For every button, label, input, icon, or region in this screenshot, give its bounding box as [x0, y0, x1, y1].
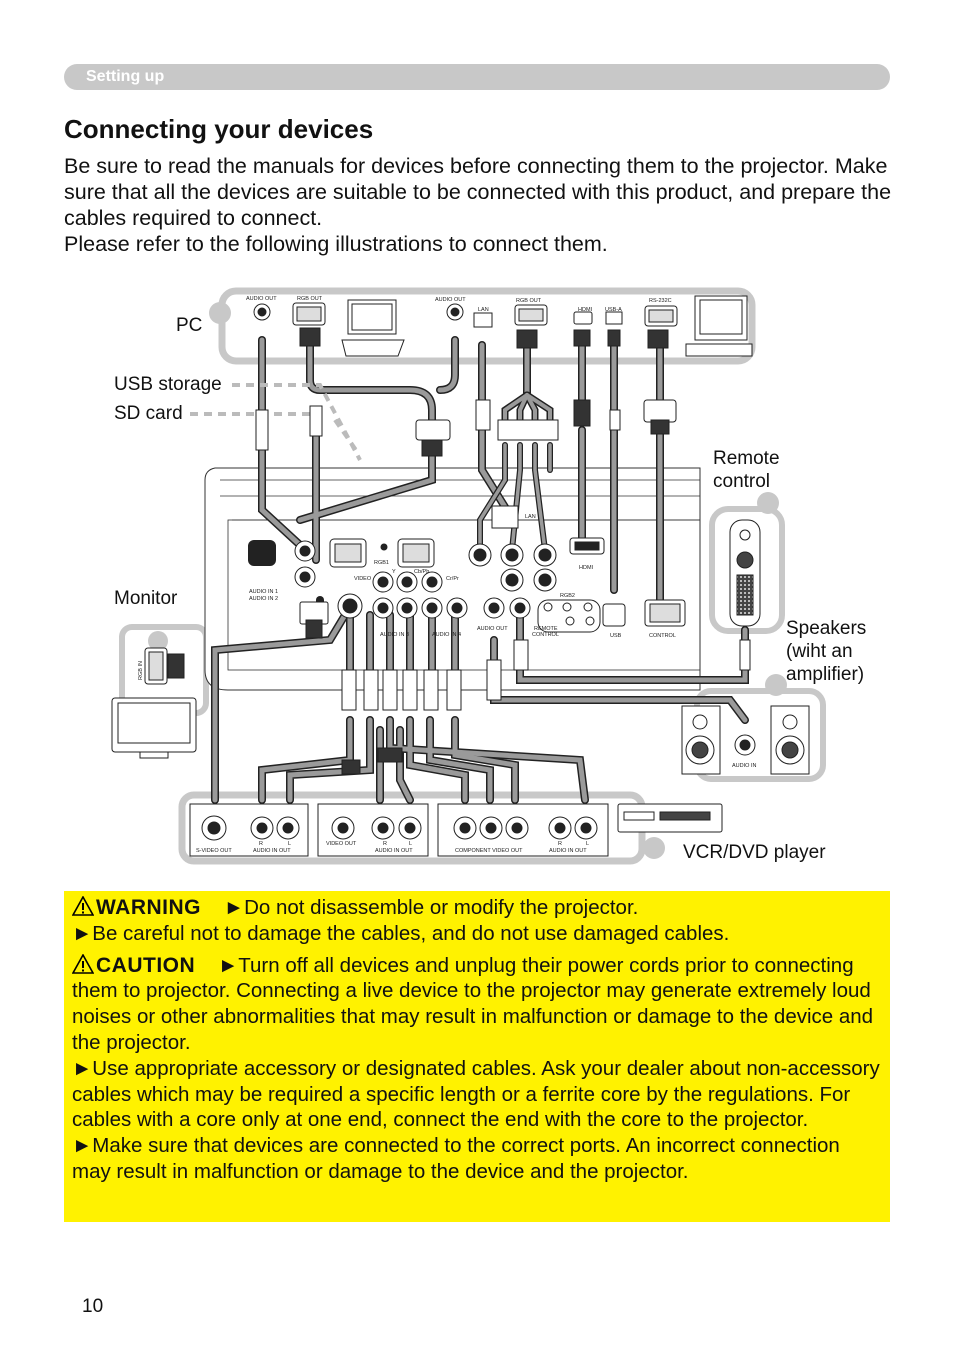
- port-label: AUDIO IN 3: [380, 632, 409, 638]
- port-label: L: [586, 841, 589, 847]
- port-label: AUDIO IN OUT: [549, 848, 587, 854]
- page-title: Connecting your devices: [64, 114, 374, 144]
- port-label: Cr/Pr: [446, 576, 459, 582]
- port-label: RS-232C: [649, 298, 672, 304]
- intro-text: Be sure to read the manuals for devices …: [64, 153, 894, 257]
- warning-heading: WARNING: [96, 896, 201, 919]
- label-vcr-dvd: VCR/DVD player: [683, 842, 826, 863]
- vcr-devices: [189, 803, 723, 857]
- intro-paragraph-1: Be sure to read the manuals for devices …: [64, 154, 892, 230]
- port-label: USB-A: [605, 307, 622, 313]
- port-label: AUDIO IN OUT: [253, 848, 291, 854]
- port-label: R: [383, 841, 387, 847]
- port-label: AUDIO IN 2: [249, 596, 278, 602]
- label-monitor: Monitor: [114, 588, 178, 609]
- projector-ports: [294, 505, 686, 633]
- intro-paragraph-2: Please refer to the following illustrati…: [64, 232, 608, 256]
- port-label: REMOTE: [534, 626, 558, 632]
- warning-caution-box: WARNING ►Do not disassemble or modify th…: [64, 891, 890, 1222]
- label-remote-line1: Remote: [713, 448, 780, 469]
- warning-text-2: ►Be careful not to damage the cables, an…: [72, 921, 730, 945]
- port-label: RGB1: [374, 560, 389, 566]
- label-pc: PC: [176, 315, 203, 336]
- port-label: S-VIDEO OUT: [196, 848, 232, 854]
- port-label: AUDIO IN: [732, 763, 756, 769]
- port-label: R: [259, 841, 263, 847]
- port-label: AUDIO OUT: [435, 297, 466, 303]
- section-label: Setting up: [86, 68, 165, 85]
- page-number: 10: [82, 1296, 104, 1317]
- port-label: CONTROL: [532, 632, 559, 638]
- remote-device: [729, 519, 761, 627]
- pc-devices: [253, 295, 753, 357]
- port-label: LAN: [478, 307, 489, 313]
- port-label: L: [288, 841, 291, 847]
- port-label: HDMI: [578, 307, 593, 313]
- port-label: COMPONENT VIDEO OUT: [455, 848, 523, 854]
- label-speakers: Speakers (wiht an amplifier): [786, 617, 866, 686]
- port-label: AUDIO IN OUT: [375, 848, 413, 854]
- section-header-bar: Setting up: [64, 64, 890, 90]
- port-label: LAN: [525, 514, 536, 520]
- warning-line-1: WARNING ►Do not disassemble or modify th…: [72, 895, 884, 921]
- speaker-devices: [681, 705, 810, 775]
- warning-text-1: ►Do not disassemble or modify the projec…: [223, 896, 639, 919]
- caution-text-1: ►Turn off all devices and unplug their p…: [72, 953, 874, 1054]
- port-label: AUDIO IN 1: [249, 589, 278, 595]
- port-label: RGB2: [560, 593, 575, 599]
- caution-paragraph-3: ►Make sure that devices are connected to…: [72, 1134, 840, 1183]
- port-label: AUDIO OUT: [246, 296, 277, 302]
- cable-connectors: [255, 399, 751, 775]
- caution-paragraph-1: CAUTION ►Turn off all devices and unplug…: [72, 953, 884, 1056]
- caution-paragraph-2: ►Use appropriate accessory or designated…: [72, 1056, 880, 1132]
- label-speakers-line2: (wiht an: [786, 641, 853, 662]
- port-label: HDMI: [579, 565, 594, 571]
- port-label: VIDEO: [354, 576, 372, 582]
- label-speakers-line1: Speakers: [786, 618, 867, 639]
- port-label: VIDEO OUT: [326, 841, 357, 847]
- label-usb-storage: USB storage: [114, 374, 222, 395]
- port-label: R: [558, 841, 562, 847]
- port-label: AUDIO OUT: [477, 626, 508, 632]
- port-label: CONTROL: [649, 633, 676, 639]
- port-label: USB: [610, 633, 622, 639]
- port-label: Y: [392, 569, 396, 575]
- port-label: RGB OUT: [516, 298, 542, 304]
- port-label: AUDIO IN 4: [432, 632, 461, 638]
- monitor-device: [111, 647, 197, 759]
- warning-triangle-icon: [72, 896, 94, 916]
- port-label: RGB OUT: [297, 296, 323, 302]
- label-sd-card: SD card: [114, 403, 183, 424]
- caution-heading: CAUTION: [96, 953, 196, 977]
- caution-triangle-icon: [72, 953, 94, 974]
- port-label: L: [409, 841, 412, 847]
- label-remote-line2: control: [713, 471, 771, 492]
- connection-diagram: AUDIO OUT RGB OUT AUDIO OUT LAN RGB OUT …: [111, 287, 826, 865]
- label-remote-control: Remote control: [713, 447, 780, 493]
- label-speakers-line3: amplifier): [786, 664, 865, 685]
- port-label: RGB IN: [138, 661, 144, 680]
- port-label: Cb/Pb: [414, 569, 429, 575]
